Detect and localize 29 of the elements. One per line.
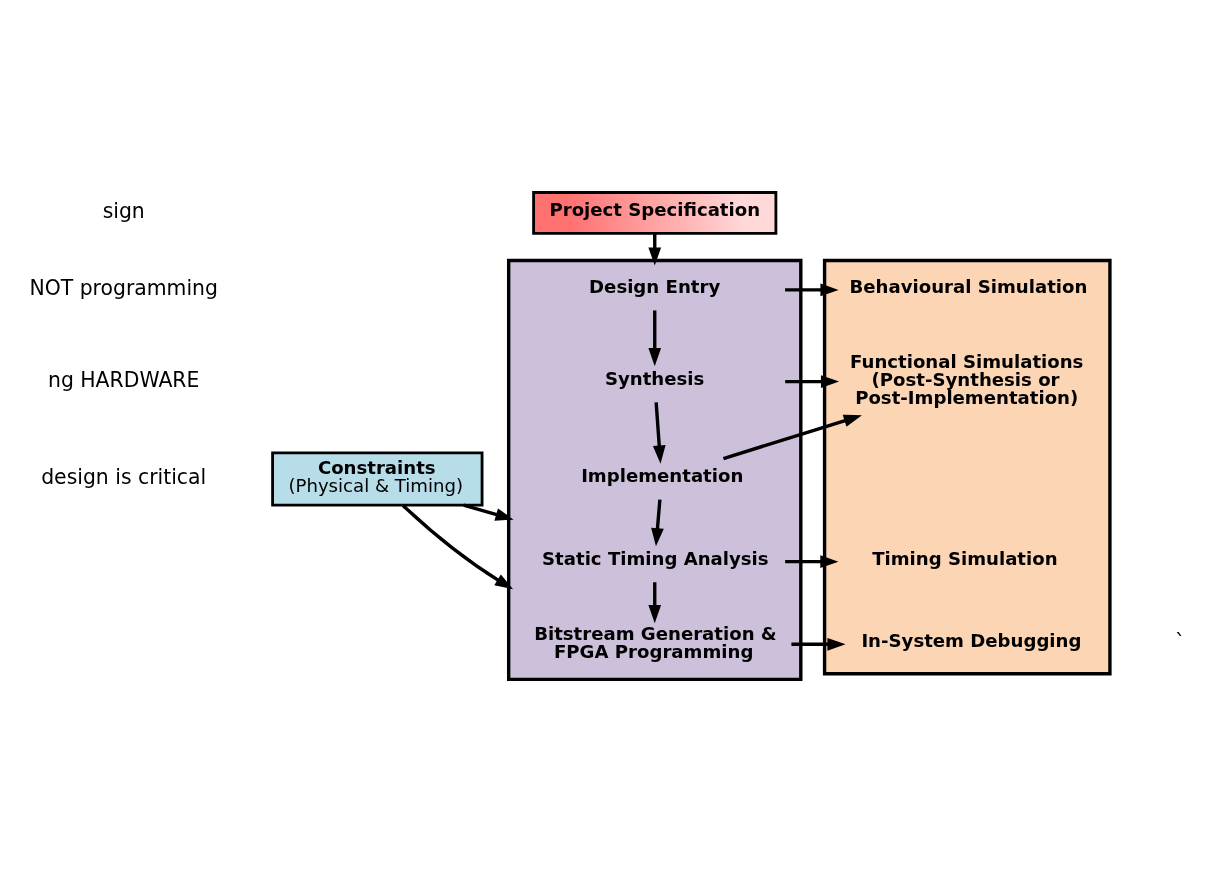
node-text: In-System Debugging — [861, 629, 1082, 651]
label: sign — [102, 198, 145, 223]
arrow — [791, 637, 846, 651]
arrow — [785, 283, 839, 296]
node-box: Project Specification — [532, 190, 778, 235]
arrow — [648, 581, 662, 623]
node-text: Functional Simulations (Post-Synthesis or Post-Implementation) — [850, 350, 1084, 408]
arrow — [651, 498, 664, 546]
node-text: Static Timing Analysis — [542, 547, 769, 569]
node-box: Constraints (Physical & Timing) — [271, 451, 484, 506]
label: design is critical — [41, 464, 207, 489]
node-text: Timing Simulation — [872, 547, 1058, 569]
arrow — [648, 309, 662, 366]
node-text: Synthesis — [604, 367, 705, 389]
label: ` — [1175, 629, 1186, 654]
arrow — [648, 233, 662, 266]
cluster — [507, 258, 803, 681]
arrow — [785, 554, 839, 568]
label: ng HARDWARE — [47, 367, 200, 392]
node-text: Behavioural Simulation — [849, 275, 1088, 297]
arrow — [722, 414, 862, 460]
arrow — [401, 503, 514, 589]
node-text: Implementation — [581, 464, 744, 486]
node-text: Design Entry — [589, 275, 721, 297]
arrow — [785, 374, 840, 388]
arrow — [463, 503, 514, 521]
node-text: Bitstream Generation & FPGA Programming — [534, 622, 777, 662]
label: NOT programming — [29, 275, 218, 300]
arrow — [652, 401, 666, 464]
